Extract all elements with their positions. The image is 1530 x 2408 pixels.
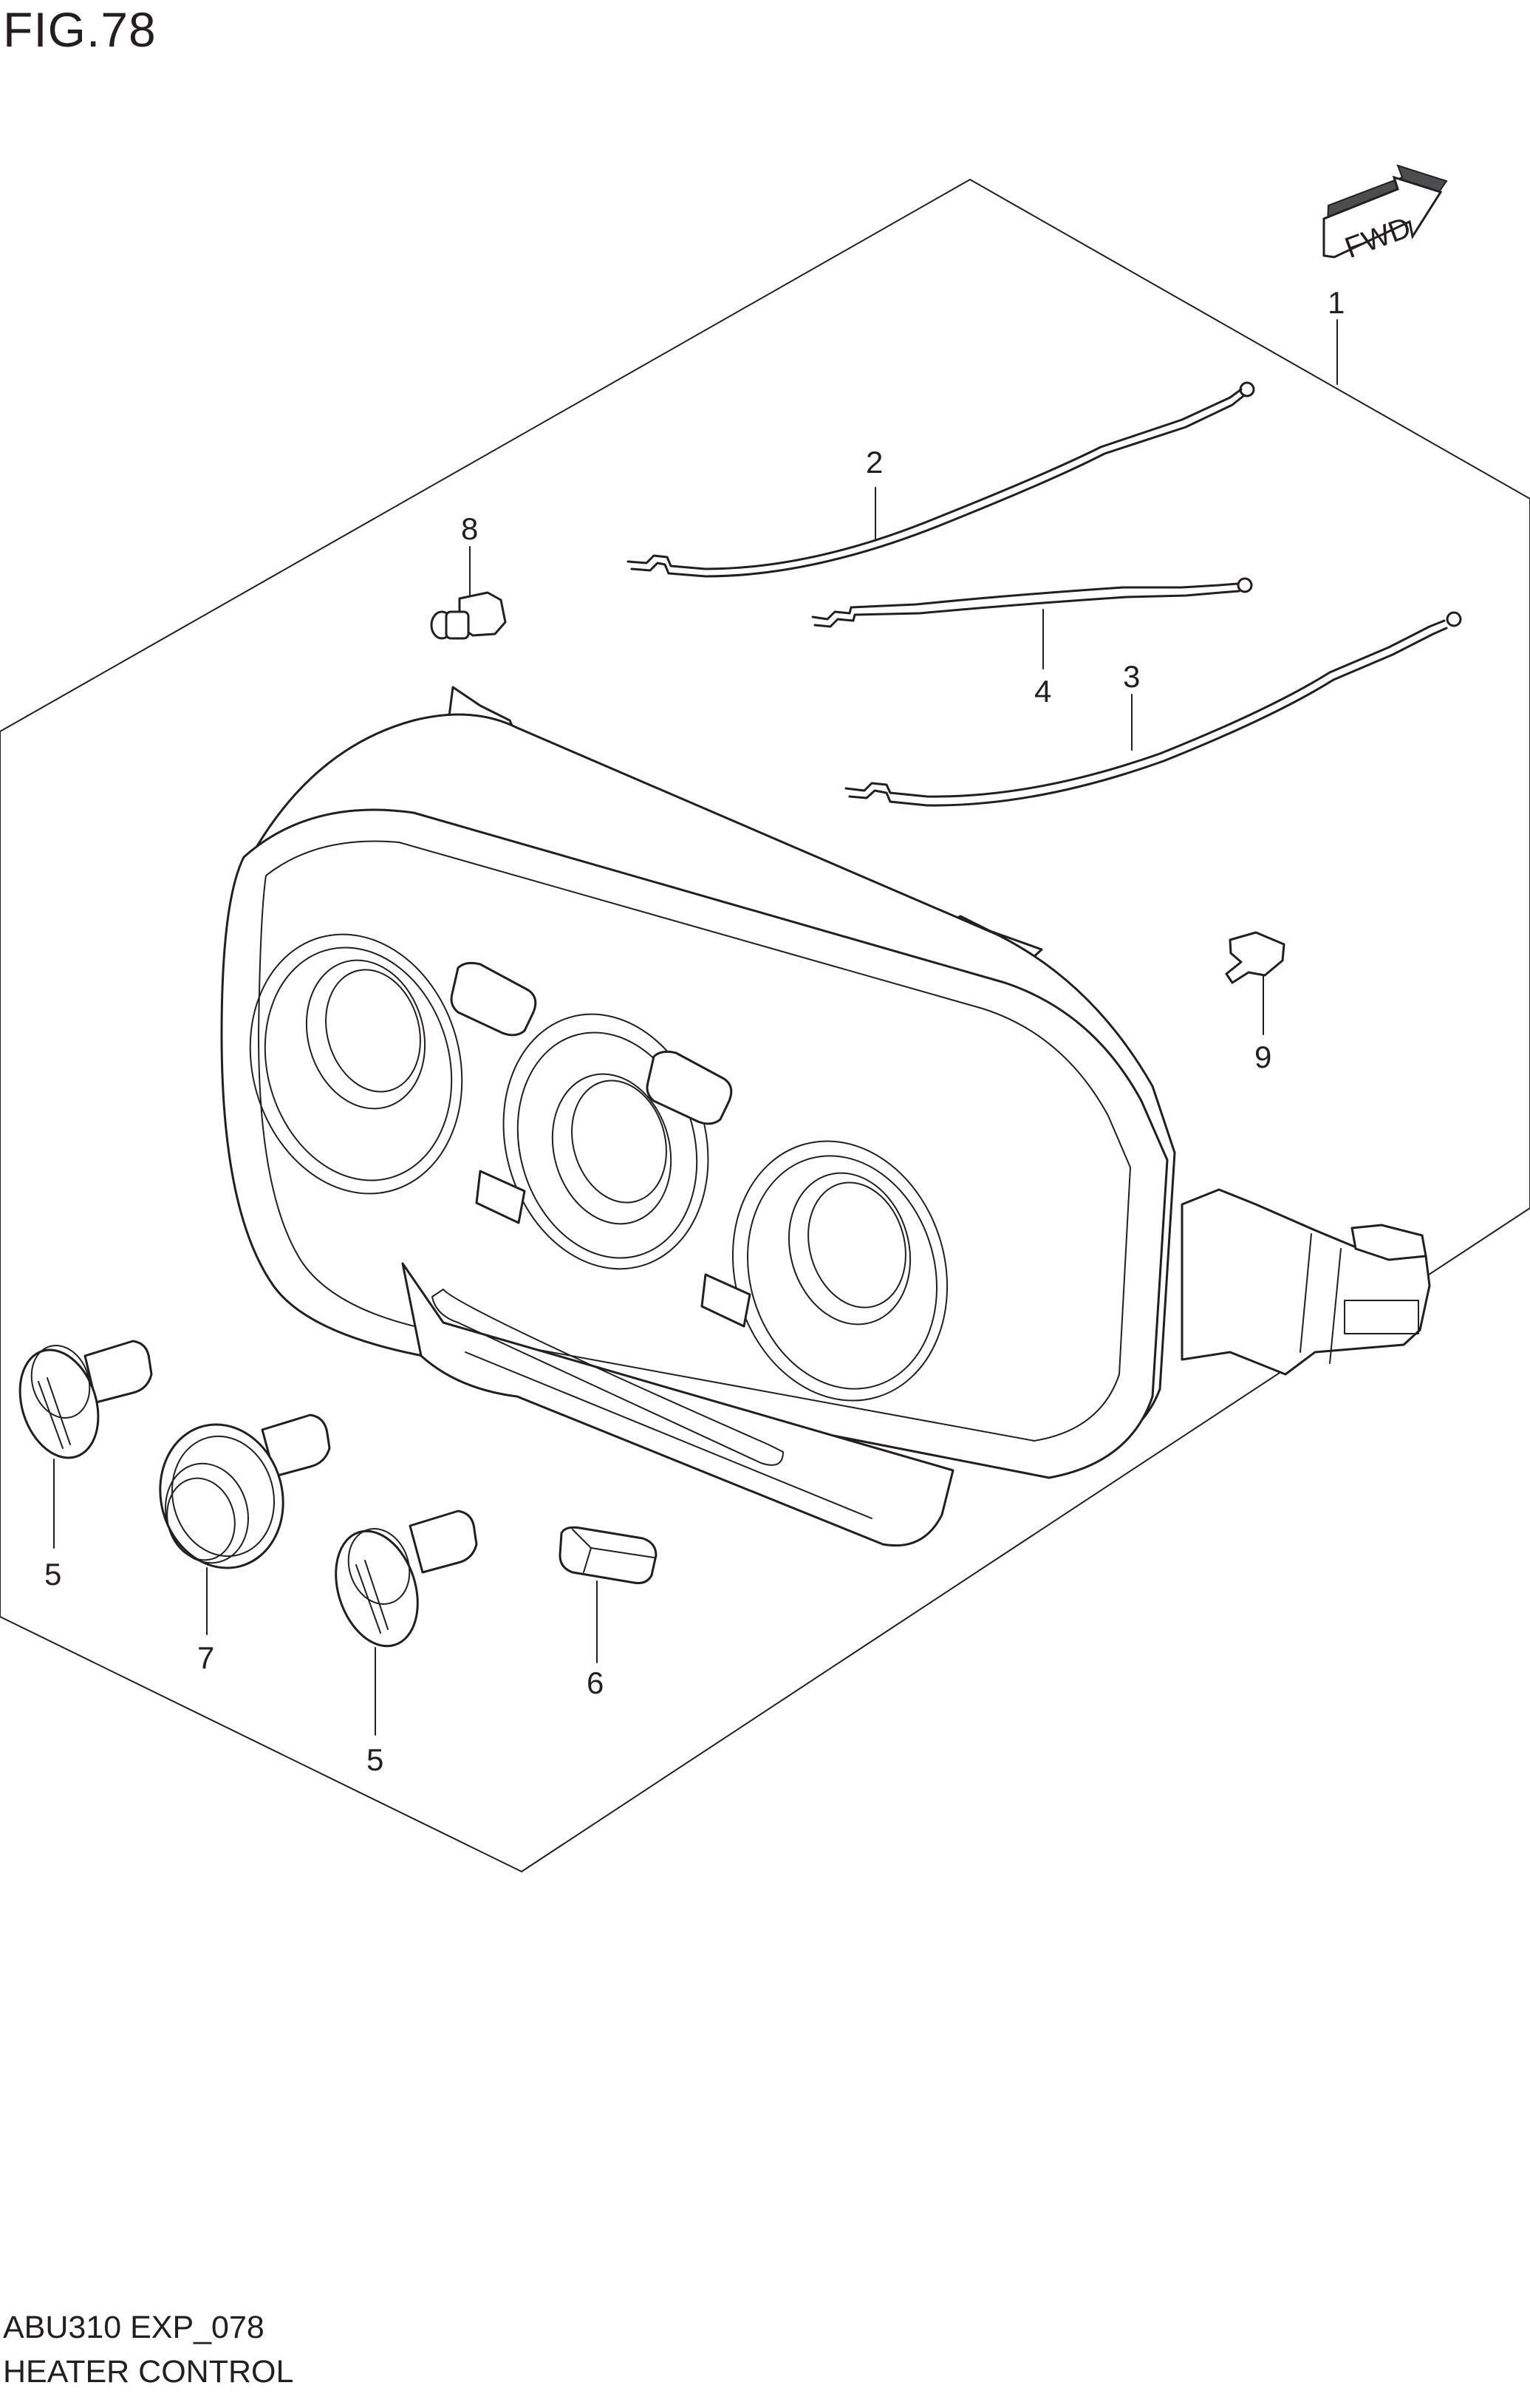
callout-9: 9 — [1254, 1040, 1271, 1074]
center-dial-opening — [502, 1013, 709, 1270]
knob-5-lower — [335, 1510, 478, 1648]
callout-1: 1 — [1328, 285, 1345, 320]
button-cap-6 — [559, 1526, 658, 1584]
assembly-boundary — [0, 179, 1530, 1872]
clip-9 — [1225, 931, 1285, 984]
leader-lines — [53, 319, 1338, 1736]
figure-name: HEATER CONTROL — [3, 2354, 294, 2390]
callout-5-left: 5 — [44, 1557, 61, 1592]
callout-7: 7 — [197, 1640, 214, 1675]
callout-4: 4 — [1034, 674, 1051, 709]
callout-2: 2 — [866, 445, 883, 480]
bulb-socket-8 — [430, 591, 507, 640]
callout-5-lower: 5 — [366, 1742, 383, 1777]
heater-control-unit-1 — [220, 686, 1431, 1547]
knob-7-ring — [159, 1413, 331, 1569]
figure-title: FIG.78 — [3, 2, 157, 57]
callout-6: 6 — [587, 1665, 604, 1700]
control-cable-2 — [626, 381, 1255, 578]
callout-3: 3 — [1123, 659, 1140, 694]
figure-code: ABU310 EXP_078 — [3, 2310, 264, 2345]
control-cable-4 — [811, 577, 1253, 628]
left-dial-opening — [249, 933, 463, 1195]
knob-5-left — [18, 1340, 153, 1459]
control-cable-3 — [844, 611, 1462, 807]
right-dial-opening — [731, 1140, 949, 1402]
callout-8: 8 — [461, 511, 478, 546]
fwd-direction-icon: FWD — [1322, 164, 1448, 265]
